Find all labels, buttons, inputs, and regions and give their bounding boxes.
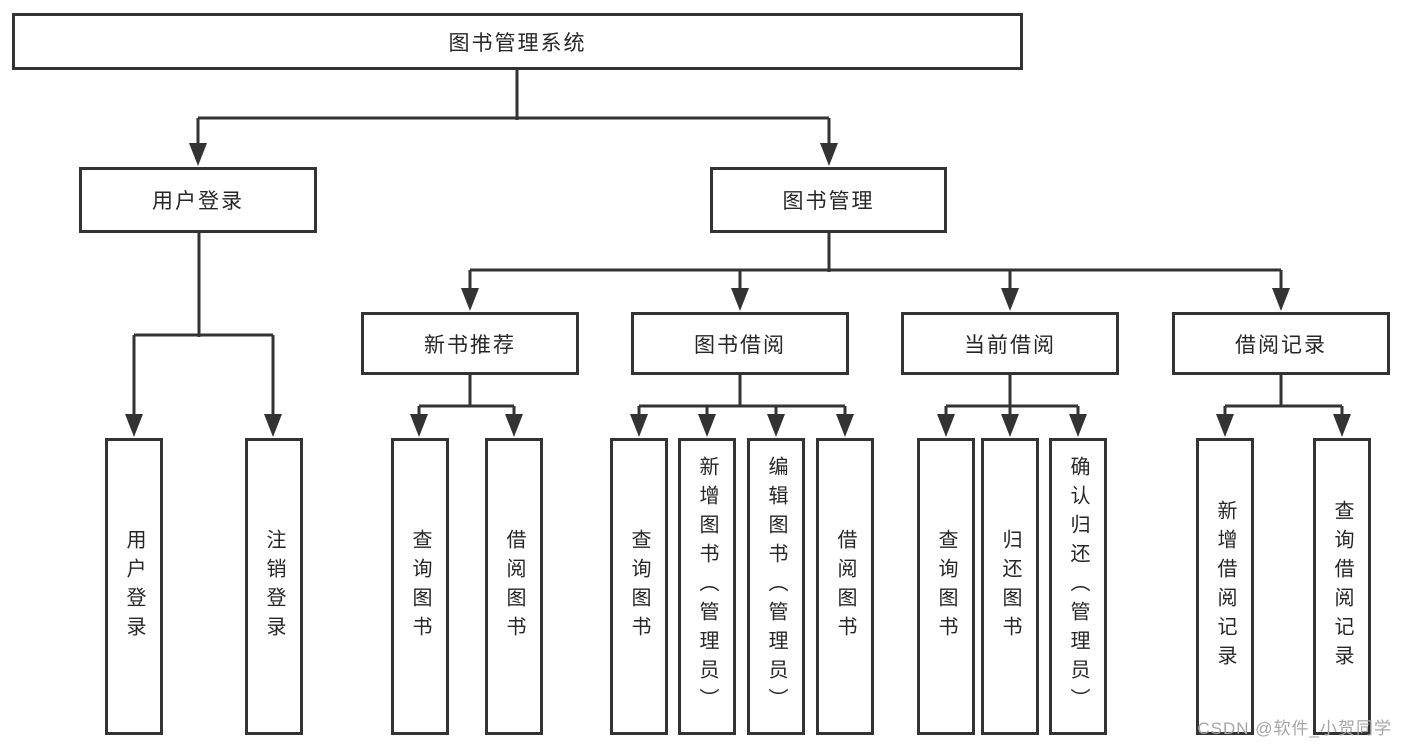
arrow-down-icon — [125, 414, 143, 437]
connector-borrowing-records-to-leaves — [1223, 375, 1344, 416]
leaf-label: 确认归还（管理员） — [1067, 456, 1089, 717]
leaf-query-books-borrowing: 查询图书 — [610, 438, 668, 735]
leaf-borrow-books-recommend: 借阅图书 — [485, 438, 543, 735]
leaf-label: 新增借阅记录 — [1214, 499, 1236, 674]
leaf-label: 查询借阅记录 — [1331, 499, 1353, 674]
node-book-borrowing: 图书借阅 — [631, 312, 849, 375]
arrow-down-icon — [820, 143, 838, 166]
leaf-label: 用户登录 — [123, 528, 145, 645]
arrow-down-icon — [698, 414, 716, 437]
leaf-add-borrow-record: 新增借阅记录 — [1196, 438, 1254, 735]
connector-new-book-recommendation-to-leaves — [417, 375, 516, 416]
node-user-login: 用户登录 — [79, 167, 317, 233]
node-label: 用户登录 — [152, 190, 244, 213]
arrow-down-icon — [189, 143, 207, 166]
leaf-label: 查询图书 — [628, 528, 650, 645]
node-new-book-recommendation: 新书推荐 — [361, 312, 579, 375]
node-label: 当前借阅 — [964, 333, 1056, 357]
connector-book-management-to-level3 — [468, 233, 1283, 290]
node-current-borrowing: 当前借阅 — [901, 312, 1119, 375]
connector-current-borrowing-to-leaves — [944, 375, 1080, 416]
arrow-down-icon — [1001, 414, 1019, 437]
node-label: 新书推荐 — [424, 333, 516, 357]
leaf-add-book-admin: 新增图书（管理员） — [678, 438, 736, 735]
leaf-logout: 注销登录 — [245, 438, 303, 735]
arrow-down-icon — [836, 414, 854, 437]
connector-book-borrowing-to-leaves — [637, 375, 847, 416]
leaf-label: 借阅图书 — [834, 528, 856, 645]
arrowheads — [125, 143, 1351, 437]
arrow-down-icon — [264, 414, 282, 437]
arrow-down-icon — [505, 414, 523, 437]
leaf-label: 归还图书 — [999, 528, 1021, 645]
arrow-down-icon — [630, 414, 648, 437]
leaf-query-books-recommend: 查询图书 — [391, 438, 449, 735]
arrow-down-icon — [1216, 414, 1234, 437]
connector-root-to-level2 — [196, 70, 831, 146]
arrow-down-icon — [731, 288, 749, 311]
arrow-down-icon — [410, 414, 428, 437]
node-label: 图书管理系统 — [448, 31, 587, 55]
leaf-return-books: 归还图书 — [981, 438, 1039, 735]
arrow-down-icon — [937, 414, 955, 437]
leaf-user-login: 用户登录 — [105, 438, 163, 735]
node-borrowing-records: 借阅记录 — [1172, 312, 1390, 375]
node-library-management-system: 图书管理系统 — [12, 13, 1023, 70]
arrow-down-icon — [461, 288, 479, 311]
arrow-down-icon — [1069, 414, 1087, 437]
arrow-down-icon — [1272, 288, 1290, 311]
leaf-query-borrow-record: 查询借阅记录 — [1313, 438, 1371, 735]
arrow-down-icon — [767, 414, 785, 437]
node-label: 图书管理 — [782, 190, 875, 213]
leaf-label: 查询图书 — [409, 528, 431, 645]
leaf-confirm-return-admin: 确认归还（管理员） — [1049, 438, 1107, 735]
leaf-label: 借阅图书 — [503, 528, 525, 645]
node-label: 借阅记录 — [1235, 333, 1327, 357]
connector-user-login-to-leaves — [132, 233, 275, 416]
leaf-label: 注销登录 — [263, 528, 285, 645]
watermark-text: CSDN @软件_小贺同学 — [1197, 719, 1392, 738]
leaf-label: 新增图书（管理员） — [696, 456, 718, 717]
leaf-borrow-books-borrowing: 借阅图书 — [816, 438, 874, 735]
leaf-query-books-current: 查询图书 — [917, 438, 975, 735]
leaf-label: 查询图书 — [935, 528, 957, 645]
node-book-management: 图书管理 — [710, 167, 947, 233]
leaf-label: 编辑图书（管理员） — [765, 456, 787, 717]
arrow-down-icon — [1333, 414, 1351, 437]
leaf-edit-book-admin: 编辑图书（管理员） — [747, 438, 805, 735]
arrow-down-icon — [1001, 288, 1019, 311]
node-label: 图书借阅 — [694, 333, 786, 357]
